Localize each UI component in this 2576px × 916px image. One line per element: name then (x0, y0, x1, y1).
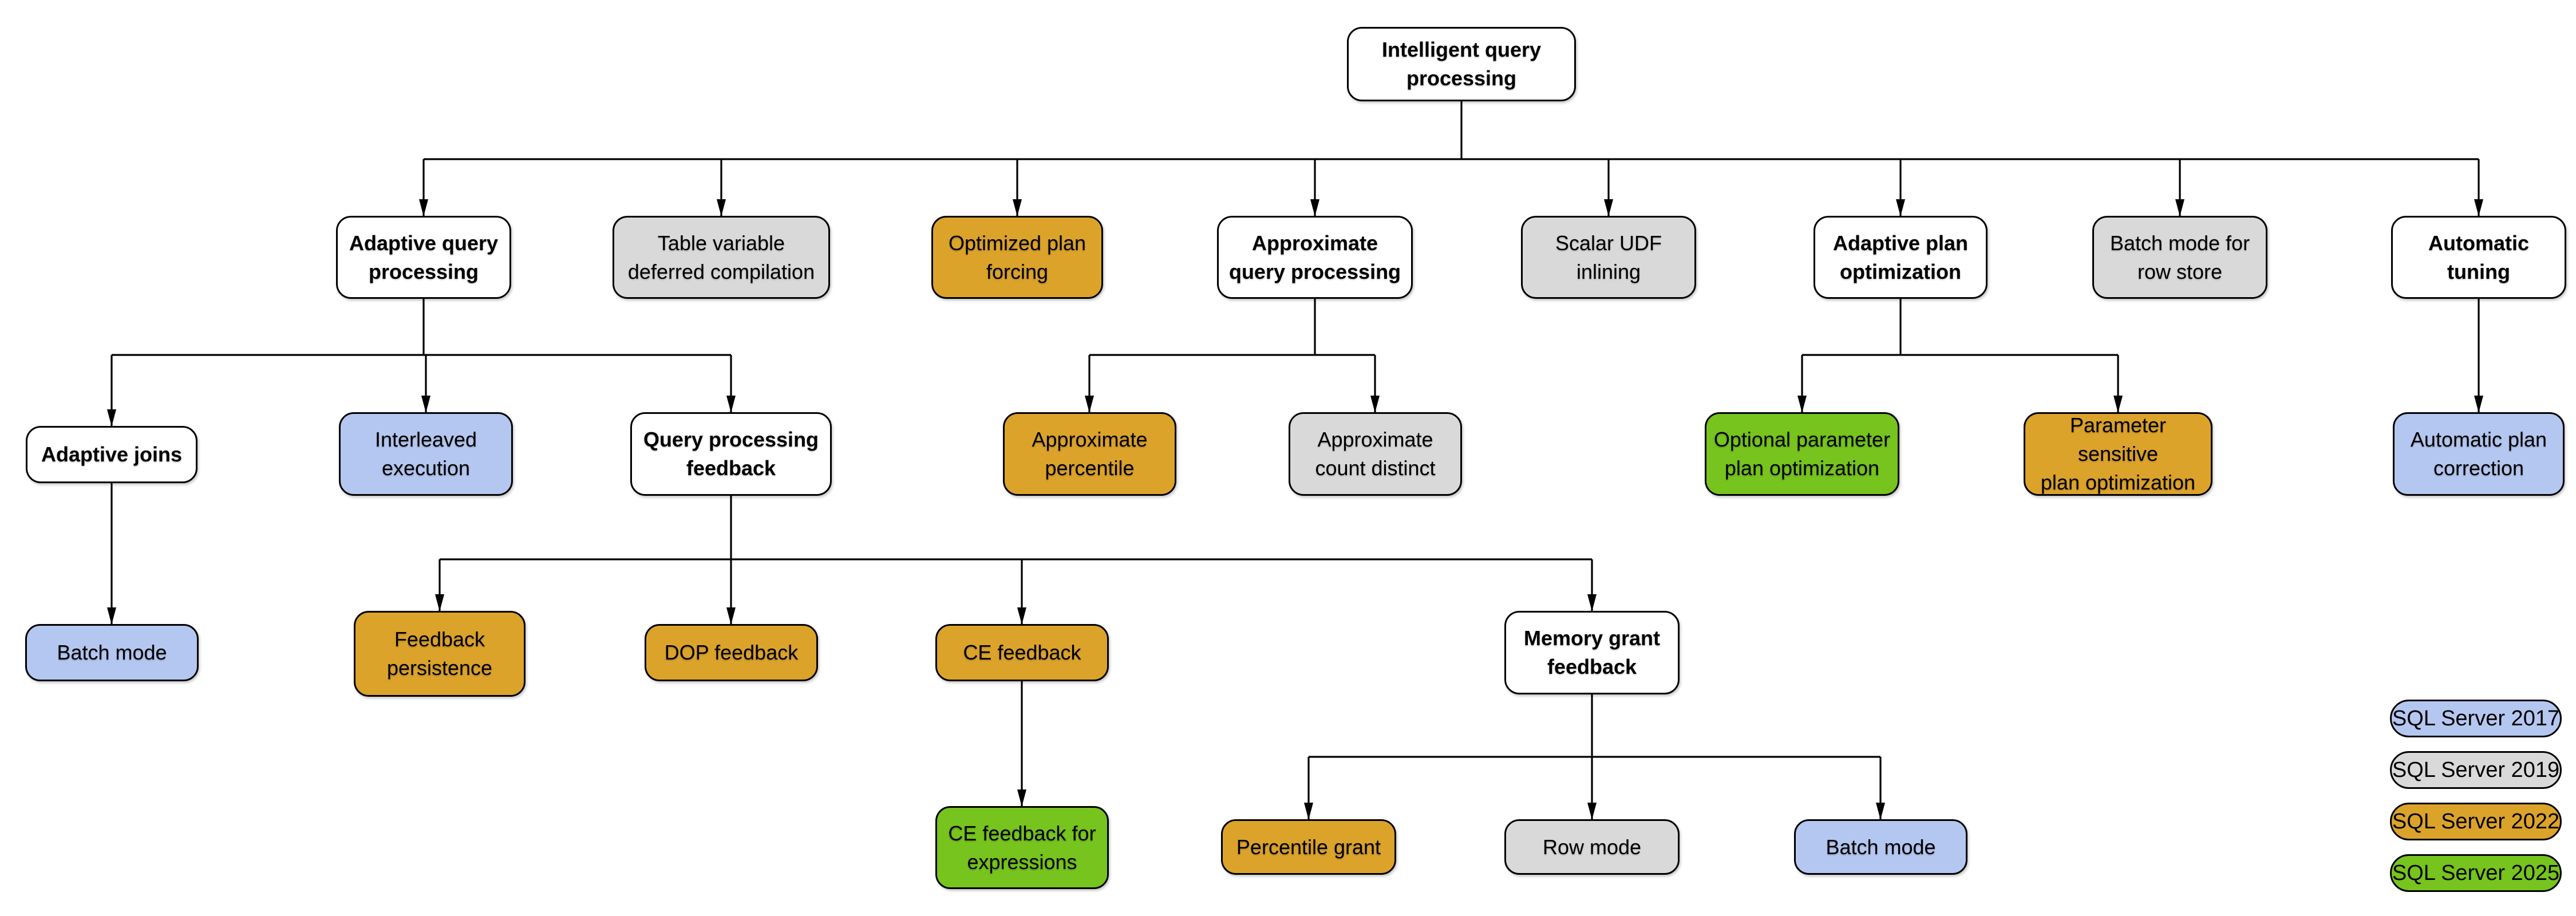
node-label: Approximate query processing (1228, 231, 1401, 283)
node-label: Adaptive plan optimization (1832, 231, 1969, 283)
node-label: Scalar UDF inlining (1555, 231, 1662, 283)
legend-item-sql-server-2017: SQL Server 2017 (2390, 700, 2562, 737)
node-dop-feedback: DOP feedback (645, 624, 818, 681)
node-percentile-grant: Percentile grant (1221, 819, 1396, 875)
node-label: Parameter sensitive plan optimization (2040, 413, 2196, 494)
node-label: DOP feedback (664, 641, 799, 664)
node-label: Query processing feedback (643, 428, 819, 480)
node-automatic-plan-correction: Automatic plan correction (2393, 412, 2565, 496)
node-label: Batch mode for row store (2109, 231, 2250, 283)
node-label: Adaptive joins (41, 443, 183, 466)
node-label: Table variable deferred compilation (627, 231, 815, 283)
node-label: Optional parameter plan optimization (1713, 428, 1891, 480)
legend-item-sql-server-2019: SQL Server 2019 (2390, 751, 2562, 789)
node-optional-parameter-plan-optimization: Optional parameter plan optimization (1705, 412, 1899, 496)
node-parameter-sensitive-plan-optimization: Parameter sensitive plan optimization (2024, 412, 2212, 496)
legend-label: SQL Server 2022 (2392, 809, 2560, 834)
node-label: Approximate count distinct (1315, 428, 1436, 480)
node-adaptive-plan-optimization: Adaptive plan optimization (1814, 216, 1988, 299)
node-label: Batch mode (1826, 835, 1936, 859)
node-batch-mode-for-row-store: Batch mode for row store (2092, 216, 2267, 299)
node-label: Batch mode (57, 641, 167, 664)
node-query-processing-feedback: Query processing feedback (630, 412, 832, 496)
node-feedback-persistence: Feedback persistence (354, 611, 526, 697)
node-approximate-query-processing: Approximate query processing (1217, 216, 1413, 299)
node-batch-mode-memory-grant: Batch mode (1794, 819, 1967, 875)
node-label: Adaptive query processing (349, 231, 499, 283)
node-adaptive-joins: Adaptive joins (26, 426, 197, 483)
node-automatic-tuning: Automatic tuning (2391, 216, 2566, 299)
legend-label: SQL Server 2019 (2392, 757, 2560, 782)
node-label: Feedback persistence (386, 627, 493, 680)
node-ce-feedback: CE feedback (935, 624, 1109, 681)
node-label: Interleaved execution (374, 428, 477, 480)
node-label: Intelligent query processing (1381, 38, 1542, 90)
legend-label: SQL Server 2017 (2392, 706, 2560, 731)
legend-label: SQL Server 2025 (2392, 860, 2560, 885)
node-ce-feedback-for-expressions: CE feedback for expressions (935, 806, 1109, 889)
node-scalar-udf-inlining: Scalar UDF inlining (1521, 216, 1696, 299)
node-approximate-count-distinct: Approximate count distinct (1289, 412, 1462, 496)
node-row-mode: Row mode (1504, 819, 1680, 875)
legend-item-sql-server-2025: SQL Server 2025 (2390, 854, 2562, 892)
node-interleaved-execution: Interleaved execution (339, 412, 513, 496)
node-batch-mode-adaptive-joins: Batch mode (25, 624, 199, 681)
node-label: Optimized plan forcing (948, 231, 1086, 283)
node-label: Percentile grant (1236, 835, 1381, 859)
node-label: Automatic plan correction (2410, 428, 2547, 480)
node-label: Row mode (1542, 835, 1642, 859)
node-label: Memory grant feedback (1523, 626, 1661, 678)
node-label: Approximate percentile (1032, 428, 1148, 480)
node-adaptive-query-processing: Adaptive query processing (336, 216, 511, 299)
node-optimized-plan-forcing: Optimized plan forcing (931, 216, 1103, 299)
legend-item-sql-server-2022: SQL Server 2022 (2390, 803, 2562, 840)
node-intelligent-query-processing: Intelligent query processing (1347, 27, 1576, 101)
node-table-variable-deferred-compilation: Table variable deferred compilation (613, 216, 830, 299)
node-label: Automatic tuning (2428, 231, 2529, 283)
node-label: CE feedback (963, 641, 1081, 664)
node-label: CE feedback for expressions (948, 821, 1096, 874)
node-approximate-percentile: Approximate percentile (1003, 412, 1176, 496)
node-memory-grant-feedback: Memory grant feedback (1504, 611, 1680, 694)
